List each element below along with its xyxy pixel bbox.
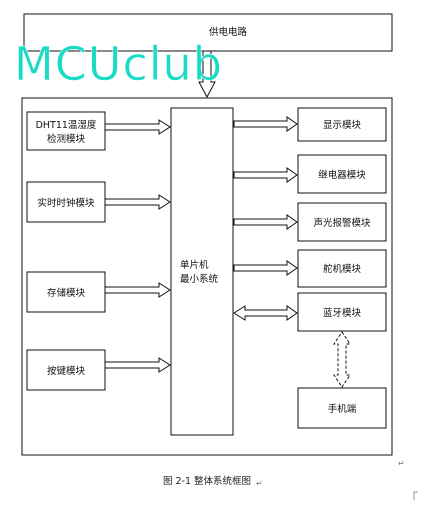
display-block: 显示模块 xyxy=(297,107,387,142)
rtc-label: 实时时钟模块 xyxy=(37,197,95,209)
arrow-dht11-to-mcu xyxy=(104,119,171,135)
phone-label: 手机端 xyxy=(328,403,357,415)
dht11-label-line1: DHT11温湿度 xyxy=(36,119,97,131)
arrow-bluetooth-phone-wireless xyxy=(333,331,351,388)
arrow-mcu-to-servo xyxy=(233,260,298,276)
phone-block: 手机端 xyxy=(297,387,387,429)
dht11-block: DHT11温湿度 检测模块 xyxy=(26,111,106,151)
bluetooth-block: 蓝牙模块 xyxy=(297,292,387,332)
bluetooth-label: 蓝牙模块 xyxy=(323,307,362,319)
keys-block: 按键模块 xyxy=(26,349,106,391)
storage-block: 存储模块 xyxy=(26,271,106,313)
arrow-mcu-to-relay xyxy=(233,167,298,183)
alarm-label: 声光报警模块 xyxy=(313,217,371,229)
arrow-rtc-to-mcu xyxy=(104,194,171,210)
arrow-mcu-to-display xyxy=(233,116,298,132)
servo-label: 舵机模块 xyxy=(323,263,362,275)
alarm-block: 声光报警模块 xyxy=(297,202,387,242)
figure-caption: 图 2-1 整体系统框图 xyxy=(163,475,251,487)
dht11-label-line2: 检测模块 xyxy=(47,133,86,145)
mcu-label-line1: 单片机 xyxy=(180,259,209,271)
storage-label: 存储模块 xyxy=(47,287,86,299)
mcuclub-watermark-logo: MCUclub xyxy=(14,37,223,91)
power-supply-block: 供电电路 xyxy=(23,13,393,52)
rtc-block: 实时时钟模块 xyxy=(26,181,106,223)
relay-block: 继电器模块 xyxy=(297,154,387,194)
mcu-label-line2: 最小系统 xyxy=(180,273,219,285)
arrow-mcu-to-alarm xyxy=(233,214,298,230)
relay-label: 继电器模块 xyxy=(318,169,366,181)
arrow-storage-to-mcu xyxy=(104,282,171,298)
arrow-keys-to-mcu xyxy=(104,357,171,373)
caption-paragraph-mark: ↵ xyxy=(256,479,263,488)
servo-block: 舵机模块 xyxy=(297,249,387,288)
mcu-block: 单片机 最小系统 xyxy=(170,107,234,436)
margin-corner-mark xyxy=(413,491,418,500)
display-label: 显示模块 xyxy=(323,119,362,131)
paragraph-mark: ↵ xyxy=(398,459,405,468)
power-arrow xyxy=(198,50,216,99)
arrow-mcu-bluetooth-bidirectional xyxy=(233,305,298,321)
keys-label: 按键模块 xyxy=(47,365,86,377)
power-supply-label: 供电电路 xyxy=(209,26,248,38)
